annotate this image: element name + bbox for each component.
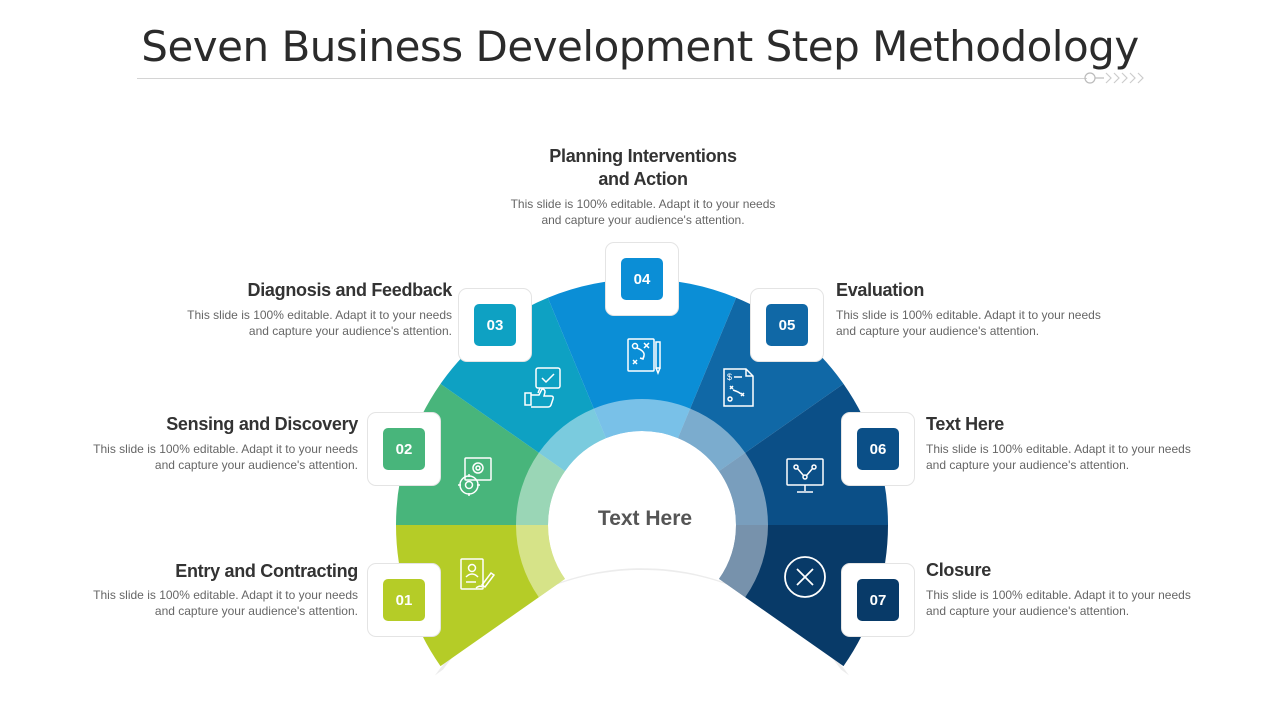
step-title-01: Entry and Contracting — [175, 561, 358, 581]
evaluation-document-icon: $ — [723, 368, 754, 407]
step-desc-07: This slide is 100% editable. Adapt it to… — [926, 588, 1191, 618]
inner-ring-06 — [719, 452, 768, 525]
step-badge-03: 03 — [458, 288, 532, 362]
step-number-06: 06 — [857, 428, 899, 470]
inner-ring-01 — [516, 525, 565, 598]
svg-text:$: $ — [727, 372, 732, 382]
step-number-03: 03 — [474, 304, 516, 346]
step-badge-01: 01 — [367, 563, 441, 637]
step-title-02: Sensing and Discovery — [166, 414, 358, 434]
slide-title: Seven Business Development Step Methodol… — [141, 22, 1139, 71]
monitor-network-icon — [786, 458, 824, 493]
feedback-thumb-icon — [524, 367, 561, 408]
step-title-04-line2: and Action — [598, 169, 688, 189]
inner-ring-05 — [677, 408, 746, 472]
step-desc-04-line1: This slide is 100% editable. Adapt it to… — [510, 197, 776, 211]
inner-ring-04 — [593, 398, 691, 439]
step-desc-01: This slide is 100% editable. Adapt it to… — [93, 588, 358, 618]
step-desc-06: This slide is 100% editable. Adapt it to… — [926, 442, 1191, 472]
step-title-04-line1: Planning Interventions — [549, 146, 737, 166]
title-underline — [137, 78, 1087, 79]
step-badge-06: 06 — [841, 412, 915, 486]
inner-ring-07 — [719, 525, 768, 598]
step-title-06: Text Here — [926, 414, 1005, 434]
step-number-02: 02 — [383, 428, 425, 470]
center-label: Text Here — [597, 507, 693, 530]
step-number-01: 01 — [383, 579, 425, 621]
step-number-07: 07 — [857, 579, 899, 621]
arrow-decoration-icon — [1084, 72, 1144, 84]
step-badge-04: 04 — [605, 242, 679, 316]
step-number-04: 04 — [621, 258, 663, 300]
step-title-03: Diagnosis and Feedback — [247, 280, 453, 300]
discovery-gear-icon — [458, 457, 492, 496]
inner-ring-03 — [538, 408, 607, 472]
step-title-07: Closure — [926, 560, 991, 580]
step-desc-04: This slide is 100% editable. Adapt it to… — [440, 196, 846, 228]
step-desc-03: This slide is 100% editable. Adapt it to… — [187, 308, 452, 338]
step-number-05: 05 — [766, 304, 808, 346]
inner-ring — [516, 398, 768, 598]
close-circle-icon — [784, 556, 826, 598]
step-desc-04-line2: and capture your audience's attention. — [541, 213, 745, 227]
step-desc-05: This slide is 100% editable. Adapt it to… — [836, 308, 1101, 338]
step-badge-05: 05 — [750, 288, 824, 362]
strategy-plan-icon — [627, 338, 661, 376]
contract-sign-icon — [460, 558, 496, 590]
step-title-04: Planning Interventions and Action — [440, 145, 846, 191]
inner-ring-02 — [516, 452, 565, 525]
step-badge-07: 07 — [841, 563, 915, 637]
step-badge-02: 02 — [367, 412, 441, 486]
step-desc-02: This slide is 100% editable. Adapt it to… — [93, 442, 358, 472]
step-title-05: Evaluation — [836, 280, 925, 300]
